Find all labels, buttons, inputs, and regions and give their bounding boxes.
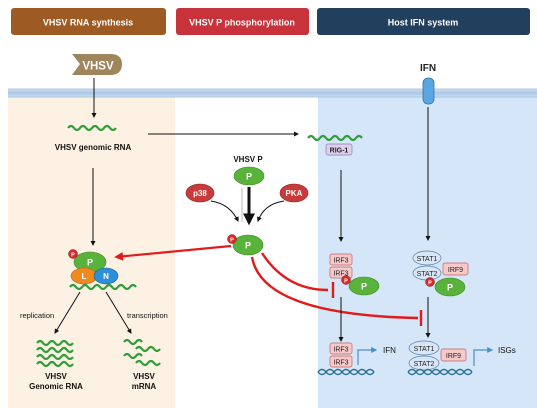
svg-text:P: P (71, 253, 75, 259)
vhsv-label: VHSV (82, 61, 114, 73)
svg-text:P: P (87, 258, 93, 268)
p38-label: p38 (193, 189, 207, 198)
phospho-p-protein: P P (227, 234, 264, 256)
header-host: Host IFN system (317, 8, 530, 35)
header-synthesis-label: VHSV RNA synthesis (43, 18, 133, 28)
transcription-label: transcription (127, 311, 168, 320)
n-protein (93, 267, 119, 285)
ifn-receptor: IFN (420, 63, 436, 105)
out-mrna-label-2: mRNA (132, 382, 157, 391)
header-phosphorylation-label: VHSV P phosphorylation (189, 18, 295, 28)
pka-label: PKA (286, 189, 303, 198)
svg-text:L: L (82, 272, 87, 281)
svg-text:P: P (344, 279, 348, 285)
ifn-top-label: IFN (420, 63, 436, 74)
svg-text:IRF3: IRF3 (333, 271, 348, 278)
dna-isgs (407, 368, 473, 376)
svg-text:P: P (361, 282, 367, 292)
svg-text:P: P (428, 281, 432, 287)
svg-text:IRF9: IRF9 (446, 353, 461, 360)
rig1-box: RIG-1 (325, 143, 353, 156)
output-mrna (123, 338, 161, 367)
header-phosphorylation: VHSV P phosphorylation (176, 8, 309, 35)
pka-kinase: PKA (279, 183, 309, 203)
svg-text:N: N (103, 272, 109, 281)
dna-ifn (317, 368, 375, 376)
isgs-label: ISGs (498, 346, 516, 355)
vhsv-p-label: VHSV P (233, 155, 263, 164)
stat-nuclear: STAT1 STAT2 IRF9 (408, 340, 467, 371)
svg-text:P: P (246, 172, 252, 182)
genomic-rna-label: VHSV genomic RNA (55, 143, 132, 152)
svg-text:IRF3: IRF3 (333, 360, 348, 367)
header-host-label: Host IFN system (388, 18, 459, 28)
svg-text:STAT1: STAT1 (417, 256, 438, 263)
svg-text:P: P (447, 283, 453, 293)
out-genomic-label-1: VHSV (45, 372, 67, 381)
svg-text:STAT1: STAT1 (414, 346, 435, 353)
svg-text:IRF9: IRF9 (448, 267, 463, 274)
cell-membrane (8, 89, 537, 97)
svg-text:STAT2: STAT2 (414, 361, 435, 368)
out-mrna-label-1: VHSV (133, 372, 155, 381)
irf3-nuclear: IRF3 IRF3 (329, 342, 353, 368)
out-genomic-label-2: Genomic RNA (29, 382, 83, 391)
vhsv-virus: VHSV (72, 54, 122, 75)
rig1-label: RIG-1 (330, 148, 349, 155)
rig1-rna (307, 134, 363, 142)
svg-text:IRF3: IRF3 (333, 258, 348, 265)
p38-kinase: p38 (185, 183, 215, 203)
svg-text:P: P (245, 241, 251, 251)
header-synthesis: VHSV RNA synthesis (11, 8, 166, 35)
vhsv-p-protein: P (233, 166, 265, 186)
ifn-output-label: IFN (383, 346, 396, 355)
svg-text:IRF3: IRF3 (333, 347, 348, 354)
genomic-rna (67, 124, 117, 132)
stat-complex: STAT1 STAT2 IRF9 P P (412, 250, 469, 297)
svg-text:P: P (230, 238, 234, 244)
svg-text:STAT2: STAT2 (417, 271, 438, 278)
irf3-complex: IRF3 IRF3 P P (329, 253, 380, 296)
output-genomic-rna (36, 339, 74, 368)
replication-label: replication (20, 311, 54, 320)
replication-complex: P P L N (68, 249, 137, 291)
